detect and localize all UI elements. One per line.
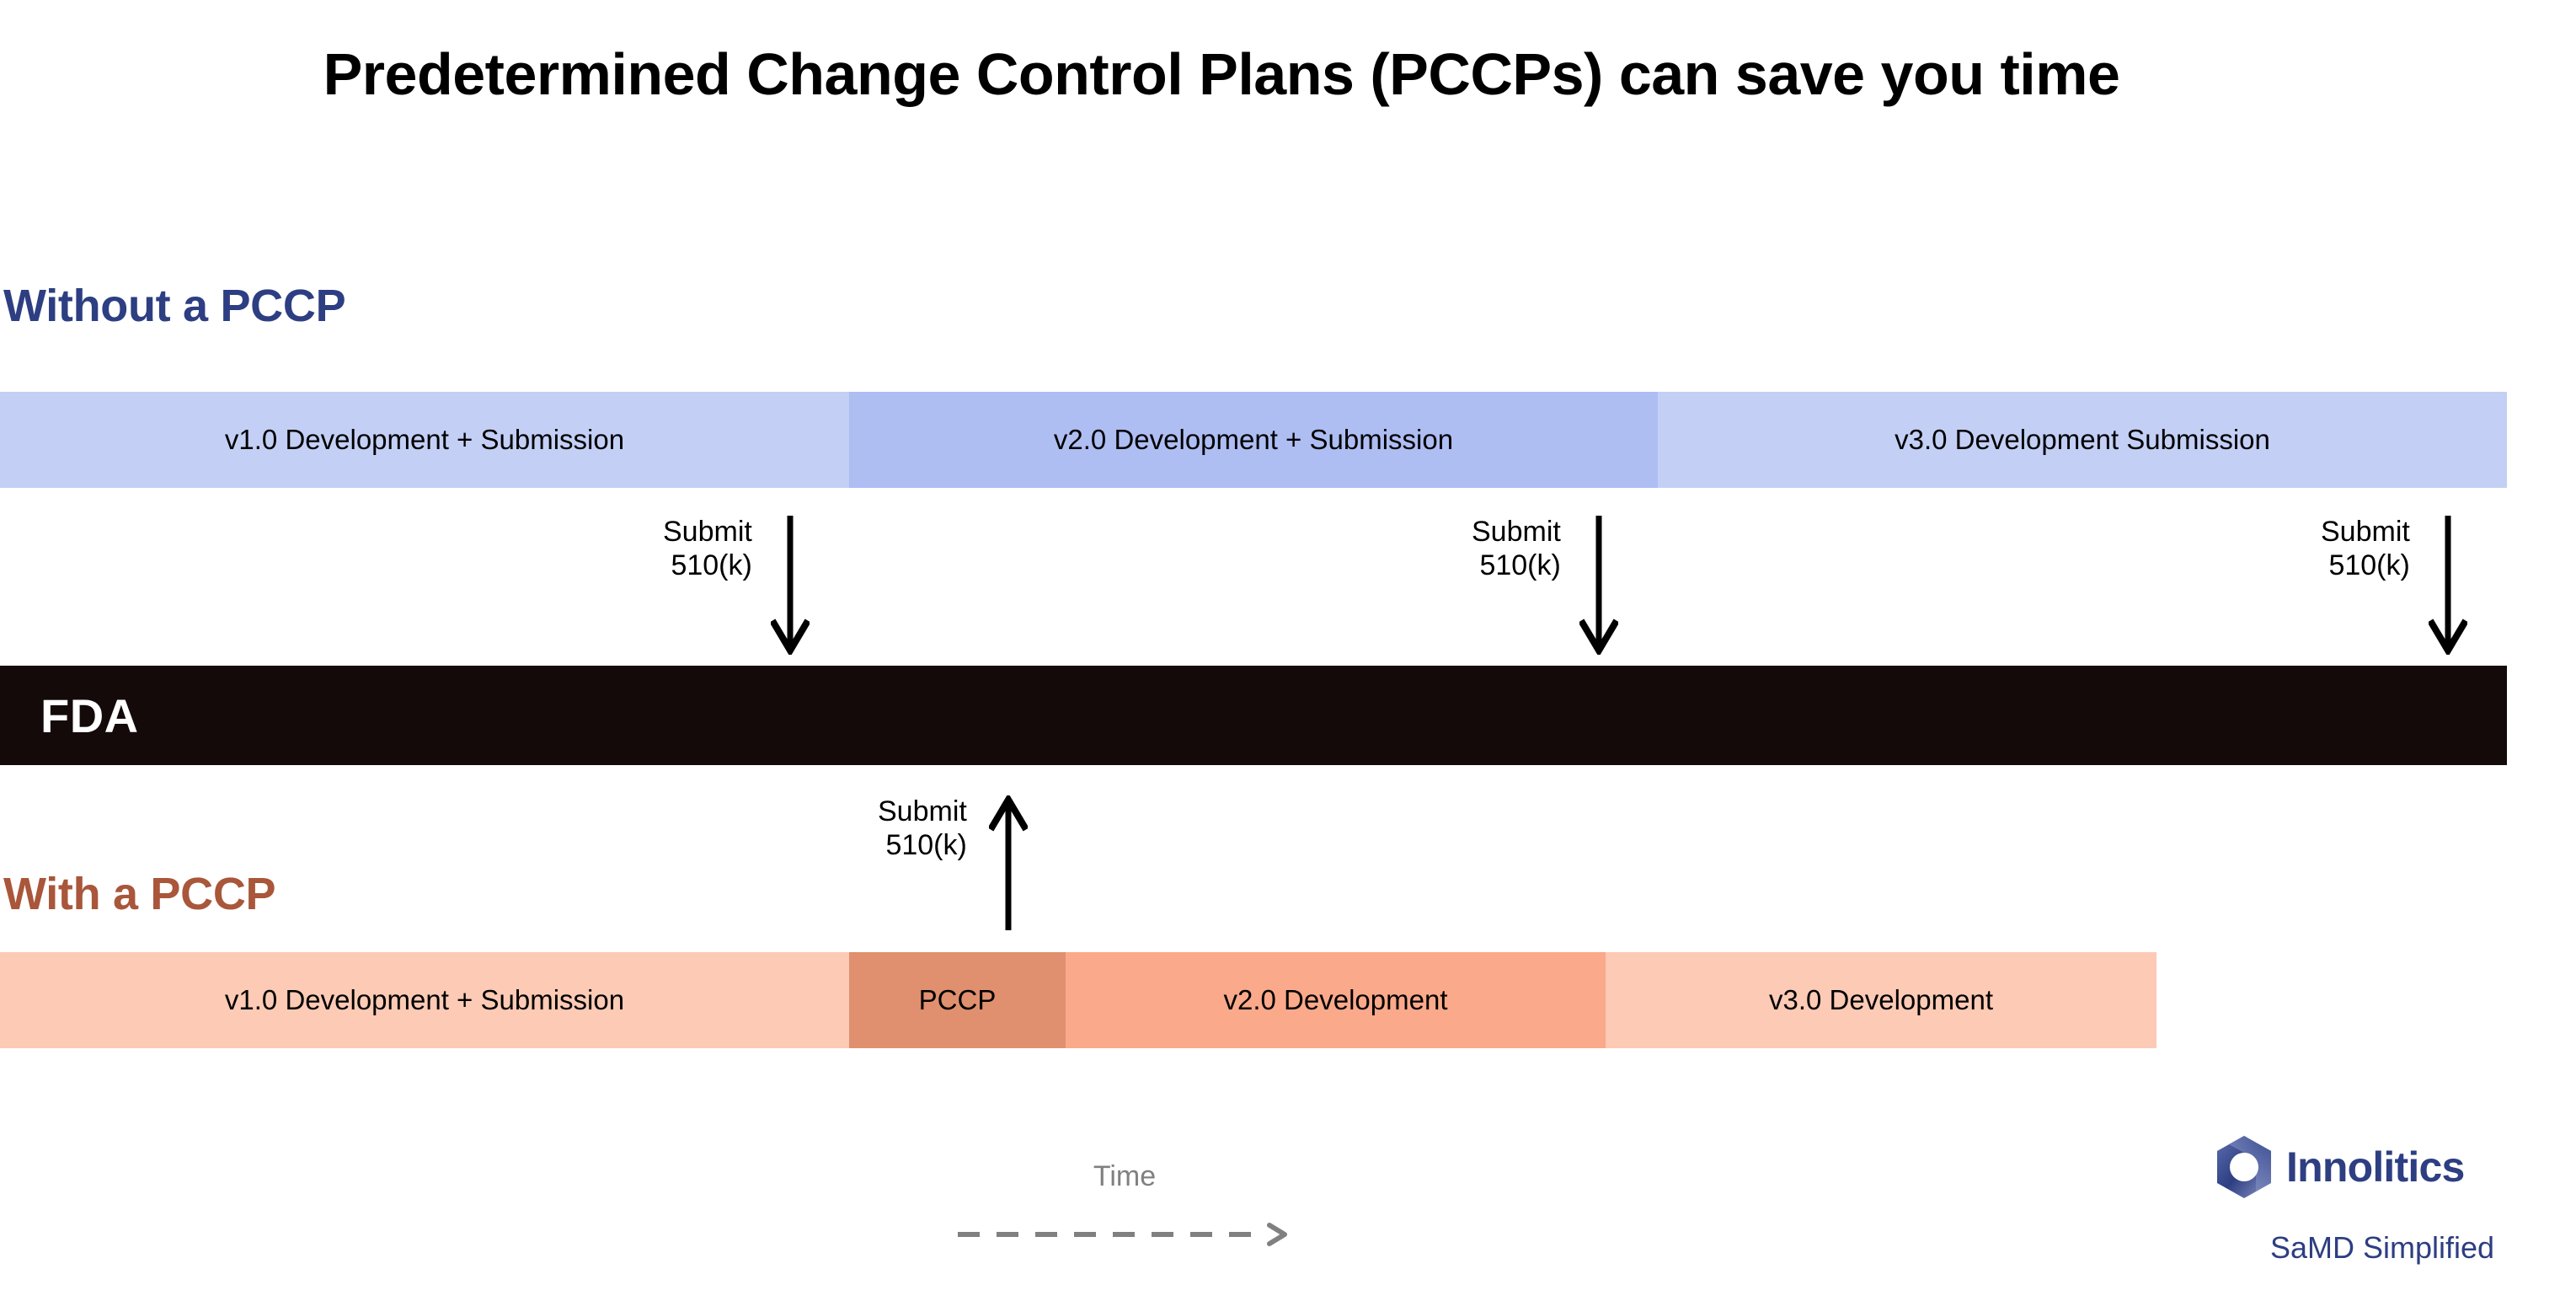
submission-marker-1-line2: 510(k) [671,549,752,581]
timeline-segment-v3-without: v3.0 Development Submission [1658,392,2507,488]
submission-marker-3-line1: Submit [2321,516,2410,548]
submission-marker-1-line1: Submit [663,516,752,548]
submission-marker-4-label: Submit 510(k) [878,795,989,863]
section-heading-without-pccp: Without a PCCP [3,281,346,331]
fda-bar: FDA [0,666,2507,765]
submission-marker-1: Submit 510(k) [663,516,810,655]
timeline-segment-v3-with: v3.0 Development [1606,952,2156,1048]
brand-logo-row: Innolitics [2214,1134,2551,1200]
arrow-up-icon [988,795,1028,930]
arrow-down-icon [2428,516,2467,655]
innolitics-hexagon-logo-icon [2217,1136,2271,1198]
without-pccp-timeline: v1.0 Development + Submission v2.0 Devel… [0,392,2507,488]
time-axis: Time [956,1160,1293,1251]
submission-marker-3-line2: 510(k) [2328,549,2410,581]
timeline-segment-v2-with: v2.0 Development [1066,952,1606,1048]
submission-marker-3-label: Submit 510(k) [2321,516,2429,583]
submission-marker-4-line1: Submit [878,795,967,827]
timeline-segment-pccp: PCCP [849,952,1066,1048]
fda-label: FDA [40,688,139,742]
submission-marker-2-label: Submit 510(k) [1472,516,1579,583]
with-pccp-timeline: v1.0 Development + Submission PCCP v2.0 … [0,952,2156,1048]
time-axis-label: Time [1093,1160,1157,1192]
dashed-arrow-right-icon [958,1223,1287,1246]
arrow-down-icon [1579,516,1618,655]
submission-marker-4-line2: 510(k) [885,828,967,861]
brand-logo: Innolitics SaMD Simplified [2214,1134,2551,1266]
timeline-segment-v1-with: v1.0 Development + Submission [0,952,849,1048]
submission-marker-3: Submit 510(k) [2321,516,2467,655]
submission-marker-2: Submit 510(k) [1472,516,1618,655]
submission-marker-2-line2: 510(k) [1479,549,1561,581]
submission-marker-2-line1: Submit [1472,516,1561,548]
brand-tagline: SaMD Simplified [2269,1230,2495,1265]
timeline-segment-v2-without: v2.0 Development + Submission [849,392,1658,488]
submission-marker-4: Submit 510(k) [878,795,1028,934]
section-heading-with-pccp: With a PCCP [3,869,276,919]
timeline-segment-v1-without: v1.0 Development + Submission [0,392,849,488]
page-title: Predetermined Change Control Plans (PCCP… [323,41,2120,107]
brand-name: Innolitics [2286,1143,2465,1191]
arrow-down-icon [770,516,810,655]
submission-marker-1-label: Submit 510(k) [663,516,771,583]
